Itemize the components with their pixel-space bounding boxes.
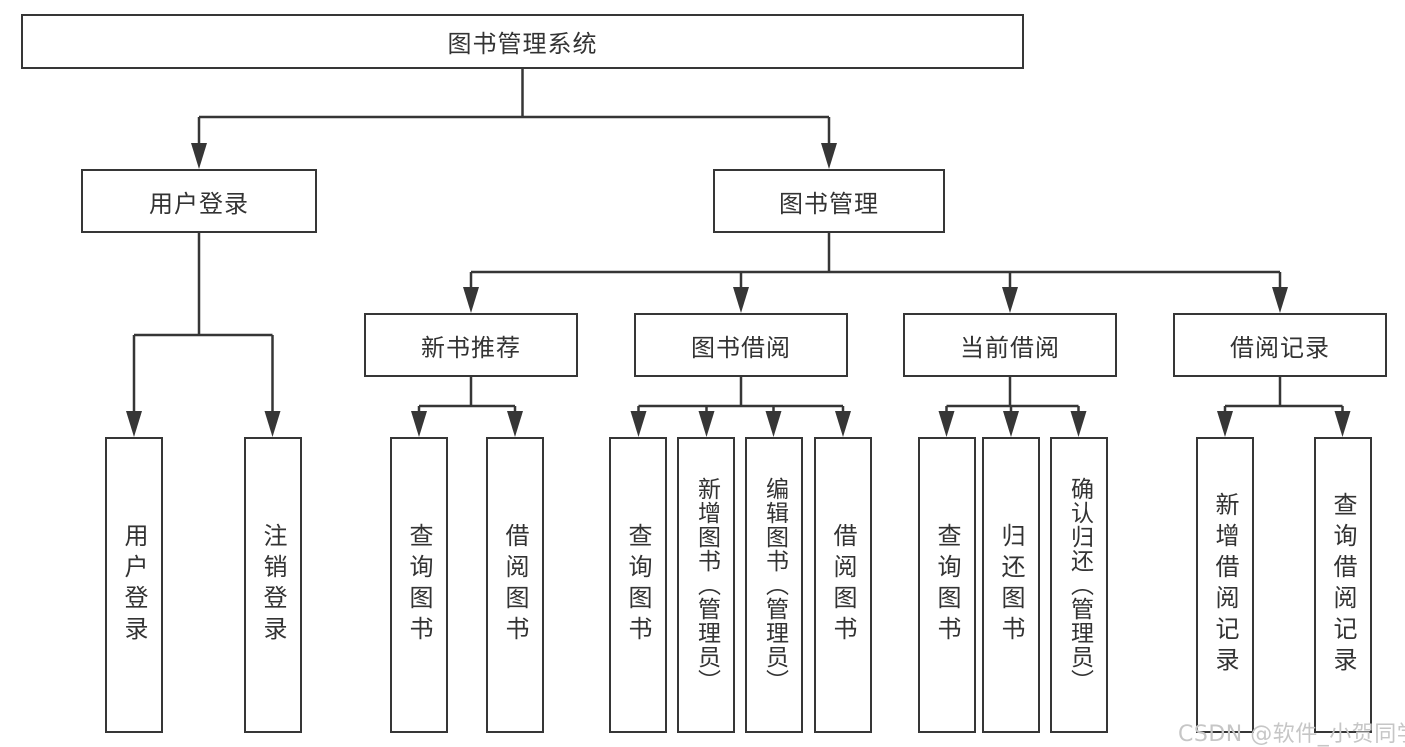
arrow-icon <box>1217 411 1233 437</box>
leaf-add-books-admin: 新增图书（管理员） <box>677 437 735 733</box>
node-user-login: 用户登录 <box>81 169 317 233</box>
leaf-confirm-return-admin: 确认归还（管理员） <box>1050 437 1108 733</box>
leaf-edit-books-admin: 编辑图书（管理员） <box>745 437 803 733</box>
leaf-query-books: 查询图书 <box>390 437 448 733</box>
arrow-icon <box>630 411 647 437</box>
arrow-icon <box>733 287 749 313</box>
arrow-icon <box>1003 411 1019 437</box>
node-borrowing-records: 借阅记录 <box>1173 313 1387 377</box>
arrow-icon <box>507 411 523 437</box>
connector-current-children <box>945 377 1080 414</box>
arrow-icon <box>191 143 207 169</box>
arrow-icon <box>264 411 281 437</box>
node-current-borrowing: 当前借阅 <box>903 313 1117 377</box>
arrow-icon <box>463 287 479 313</box>
connector-book-mgmt-children <box>469 233 1282 290</box>
watermark: CSDN @软件_小贺同学 <box>1178 722 1405 747</box>
node-book-borrowing: 图书借阅 <box>634 313 848 377</box>
arrow-icon <box>835 411 851 437</box>
arrow-icon <box>411 411 427 437</box>
connector-borrowing-children <box>637 377 845 414</box>
arrow-icon <box>126 411 142 437</box>
connector-user-login-children <box>132 233 274 413</box>
arrow-icon <box>698 411 715 437</box>
connector-recommend-children <box>417 377 517 414</box>
leaf-add-borrow-record: 新增借阅记录 <box>1196 437 1254 733</box>
connector-records-children <box>1223 377 1344 414</box>
connector-root-to-level1 <box>197 69 831 145</box>
leaf-logout-login: 注销登录 <box>244 437 302 733</box>
arrow-icon <box>1002 287 1018 313</box>
leaf-query-books: 查询图书 <box>609 437 667 733</box>
leaf-borrow-books: 借阅图书 <box>486 437 544 733</box>
arrow-icon <box>938 411 955 437</box>
node-book-management: 图书管理 <box>713 169 945 233</box>
leaf-borrow-books: 借阅图书 <box>814 437 872 733</box>
arrow-icon <box>765 411 782 437</box>
node-library-system: 图书管理系统 <box>21 14 1024 69</box>
leaf-user-login: 用户登录 <box>105 437 163 733</box>
node-new-book-recommendation: 新书推荐 <box>364 313 578 377</box>
arrow-icon <box>1272 287 1288 313</box>
leaf-return-books: 归还图书 <box>982 437 1040 733</box>
arrow-icon <box>821 143 837 169</box>
arrow-icon <box>1070 411 1087 437</box>
leaf-query-books: 查询图书 <box>918 437 976 733</box>
leaf-query-borrow-record: 查询借阅记录 <box>1314 437 1372 733</box>
arrow-icon <box>1334 411 1351 437</box>
